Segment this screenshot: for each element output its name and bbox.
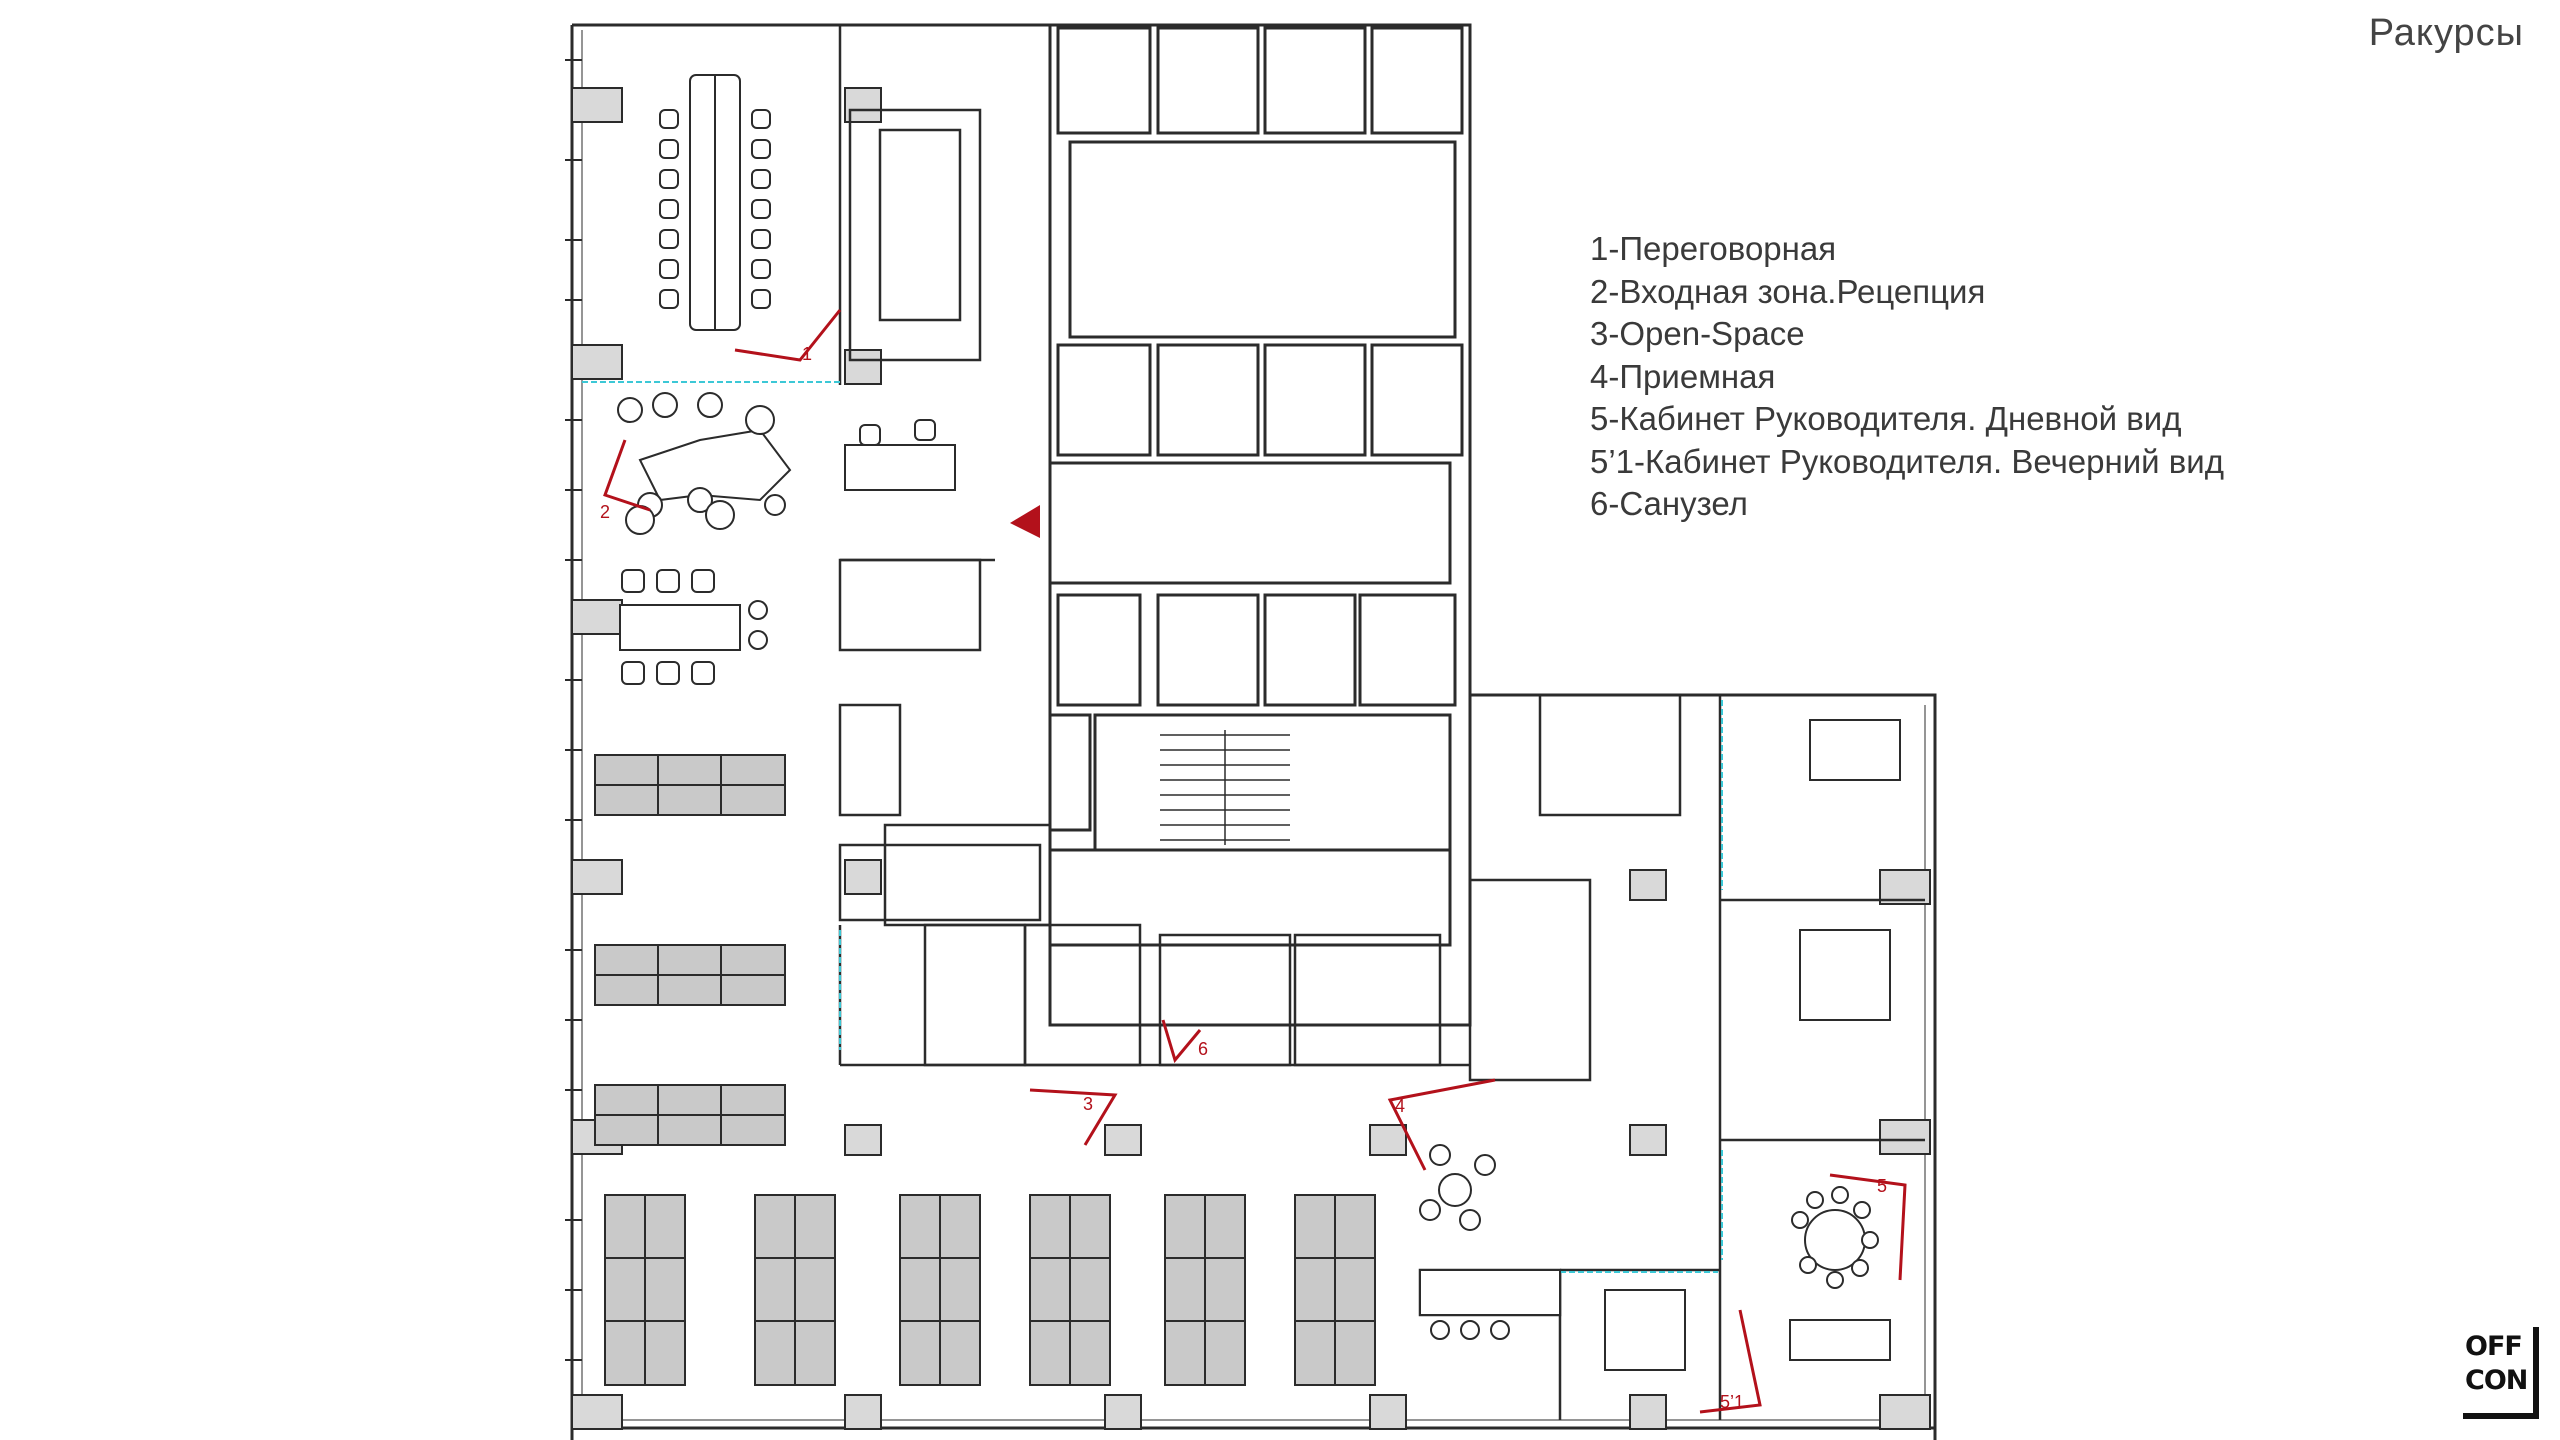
logo-frame	[2463, 1327, 2539, 1419]
logo-text-bottom: CON	[2465, 1365, 2528, 1396]
viewpoint-label: 3	[1083, 1094, 1093, 1114]
legend-item: 2-Входная зона.Рецепция	[1590, 272, 1986, 310]
viewpoint-label: 4	[1395, 1096, 1405, 1116]
legend-item: 5’1-Кабинет Руководителя. Вечерний вид	[1590, 442, 2224, 480]
columns	[571, 87, 1931, 1430]
page-title: Ракурсы	[2368, 12, 2524, 54]
viewpoint-label: 5’1	[1720, 1392, 1744, 1412]
legend-item: 6-Санузел	[1590, 485, 1748, 522]
stairs	[1160, 730, 1290, 845]
window-ticks	[565, 59, 582, 1361]
team-table	[619, 569, 768, 685]
partitions	[838, 25, 1925, 1420]
viewpoint-label: 1	[802, 344, 812, 364]
reception-waiting	[1419, 1144, 1561, 1340]
legend: 1-Переговорная 2-Входная зона.Рецепция 3…	[1590, 228, 2224, 526]
offcon-logo: OFF CON	[2463, 1327, 2539, 1419]
logo-text-top: OFF	[2465, 1331, 2523, 1362]
conference-table	[659, 74, 771, 331]
desk-groups-bottom	[604, 1194, 1376, 1386]
viewpoint-labels: 1 2 3 4 5 5’1 6	[600, 344, 1887, 1412]
entrance-marker	[1010, 505, 1040, 538]
legend-item: 4-Приемная	[1590, 357, 1776, 395]
legend-item: 3-Open-Space	[1590, 315, 1805, 352]
viewpoint-label: 2	[600, 502, 610, 522]
legend-item: 5-Кабинет Руководителя. Дневной вид	[1590, 400, 2182, 437]
desk-groups-left	[594, 754, 786, 1146]
legend-item: 1-Переговорная	[1590, 230, 1837, 267]
core-rooms	[1048, 23, 1472, 1027]
viewpoint-label: 5	[1877, 1176, 1887, 1196]
viewpoint-markers	[603, 309, 1907, 1414]
glass-partitions	[582, 381, 1723, 1273]
viewpoint-label: 6	[1198, 1039, 1208, 1059]
director-office	[1604, 719, 1901, 1371]
reception-lounge	[617, 392, 956, 535]
